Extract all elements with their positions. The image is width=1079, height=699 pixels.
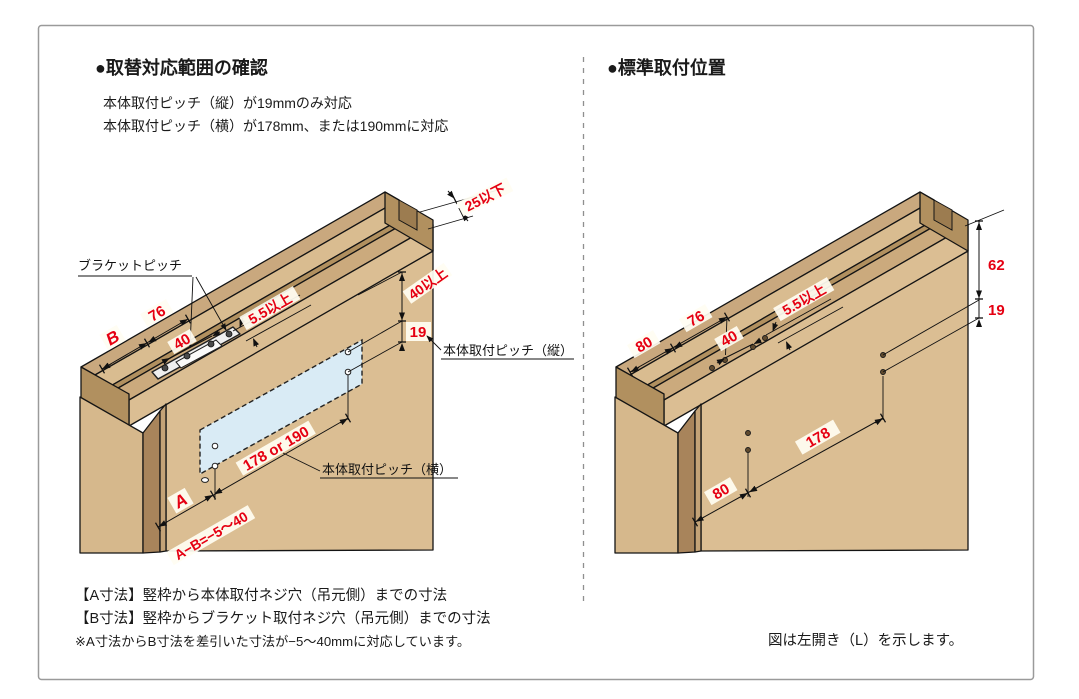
dim-25: 25以下 [419,177,514,230]
dim-40: 40 [161,328,221,365]
note-b: 【B寸法】竪枠からブラケット取付ネジ穴（吊元側）までの寸法 [75,609,491,627]
mounting-plate [199,338,363,476]
dim-19-label: 19 [410,324,427,341]
dim-80-face-label: 80 [710,480,733,503]
dim-b-76: B 76 [98,299,192,374]
dim-40-label: 40 [171,330,194,353]
dim-76: 76 [146,302,169,325]
dim-80-top-label: 80 [633,333,656,356]
bracket-pitch-label: ブラケットピッチ [78,258,182,273]
dim-40-right: 40 [714,325,763,366]
left-diagram: ブラケットピッチ B 76 40 [78,177,574,566]
note-a: 【A寸法】竪枠から本体取付ネジ穴（吊元側）までの寸法 [75,587,447,604]
dim-80-76: 80 76 [626,304,731,377]
dim-25-label: 25以下 [462,180,508,214]
pin-hole [201,477,209,483]
bracket [151,326,241,380]
left-subtitle-1: 本体取付ピッチ（縦）が19mmのみ対応 [103,95,352,111]
dim-40-right-label: 40 [718,327,741,350]
body-pitch-horizontal-label: 本体取付ピッチ（横） [322,462,452,477]
note-left-hand: 図は左開き（L）を示します。 [768,632,963,649]
body-pitch-vertical-label: 本体取付ピッチ（縦） [443,343,573,358]
right-diagram: 80 76 40 5.5以上 [614,191,1005,554]
dim-76-label: 76 [685,307,708,330]
plate-screw-hole [211,442,219,450]
left-subtitle-2: 本体取付ピッチ（横）が178mm、または190mmに対応 [103,118,448,134]
face-screw-holes [745,352,886,453]
note-range: ※A寸法からB寸法を差引いた寸法が−5〜40mmに対応しています。 [75,634,470,649]
dim-62-19: 62 19 [882,209,1005,373]
dim-62-label: 62 [988,257,1005,274]
left-panel-title: ●取替対応範囲の確認 [95,57,268,78]
page-border [37,24,1035,681]
plate-screw-hole [211,462,219,470]
dim-19-right-label: 19 [988,302,1005,319]
right-panel-title: ●標準取付位置 [607,57,726,78]
